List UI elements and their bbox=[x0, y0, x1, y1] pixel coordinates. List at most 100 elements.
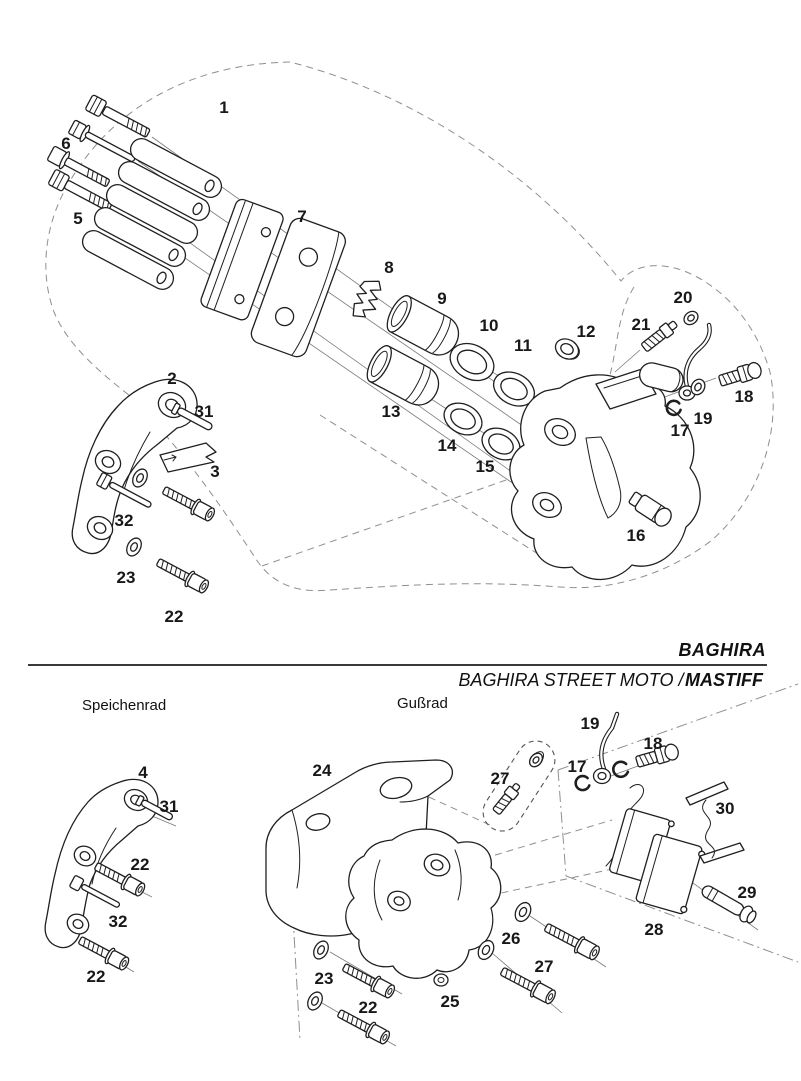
part-number-label: 4 bbox=[138, 763, 148, 782]
part-number-label: 32 bbox=[115, 511, 134, 530]
brand-title: BAGHIRA bbox=[678, 640, 766, 660]
model-variants-regular: BAGHIRA STREET MOTO / bbox=[458, 670, 684, 690]
part-number-label: 10 bbox=[480, 316, 499, 335]
pad-retainer-clip-8 bbox=[352, 280, 382, 318]
part-number-label: 29 bbox=[738, 883, 757, 902]
caliper-mount-bolts-5-6 bbox=[47, 94, 151, 212]
mount-bolt-22 bbox=[342, 963, 396, 999]
socket-bolt bbox=[48, 169, 113, 212]
part-number-label: 20 bbox=[674, 288, 693, 307]
part-number-label: 5 bbox=[73, 209, 82, 228]
part-number-label: 3 bbox=[210, 462, 219, 481]
guide-pin-32 bbox=[96, 472, 152, 508]
mount-bolt-22 bbox=[156, 558, 210, 594]
part-number-label: 7 bbox=[297, 207, 306, 226]
banjo-bolt-18 bbox=[718, 361, 762, 387]
washer-23 bbox=[126, 537, 142, 557]
bleed-screw-group-27 bbox=[482, 740, 556, 832]
part-number-label: 22 bbox=[87, 967, 106, 986]
model-variants-bold: MASTIFF bbox=[685, 670, 763, 690]
socket-bolt bbox=[85, 94, 151, 138]
caliper-bracket-2-group bbox=[71, 378, 217, 594]
piston-seals-10-11-14-15 bbox=[443, 342, 535, 461]
washer bbox=[307, 991, 323, 1011]
part-number-label: 22 bbox=[131, 855, 150, 874]
circlip-17 bbox=[574, 774, 591, 792]
part-number-label: 21 bbox=[632, 315, 651, 334]
part-number-label: 24 bbox=[313, 761, 332, 780]
dust-cap-12 bbox=[554, 338, 580, 360]
mount-bolt-22 bbox=[337, 1009, 391, 1045]
part-number-label: 28 bbox=[645, 920, 664, 939]
mount-bolt-22 bbox=[78, 936, 130, 971]
part-number-label: 17 bbox=[568, 757, 587, 776]
spoke-wheel-bracket-4-group bbox=[44, 778, 177, 973]
part-number-label: 14 bbox=[438, 436, 457, 455]
part-number-label: 31 bbox=[160, 797, 179, 816]
part-number-label: 17 bbox=[671, 421, 690, 440]
circlip-17 bbox=[665, 399, 682, 417]
part-number-label: 23 bbox=[315, 969, 334, 988]
guide-pin-32 bbox=[69, 875, 121, 908]
part-number-label: 18 bbox=[644, 734, 663, 753]
brake-pad bbox=[200, 198, 284, 321]
flange-bolt bbox=[47, 145, 110, 187]
section-divider-line bbox=[28, 664, 767, 666]
part-number-label: 2 bbox=[167, 369, 176, 388]
part-number-label: 30 bbox=[716, 799, 735, 818]
washer-19 bbox=[690, 378, 706, 396]
guide-pin-31 bbox=[135, 795, 174, 821]
part-number-label: 18 bbox=[735, 387, 754, 406]
part-number-label: 25 bbox=[441, 992, 460, 1011]
piston bbox=[366, 345, 440, 406]
brake-pads-28 bbox=[609, 808, 706, 915]
part-number-label: 16 bbox=[627, 526, 646, 545]
part-number-label: 32 bbox=[109, 912, 128, 931]
brake-line-fitting-top bbox=[665, 322, 762, 417]
part-number-label: 27 bbox=[535, 957, 554, 976]
banjo-bolt-18 bbox=[635, 743, 679, 768]
guide-bolt-16 bbox=[628, 491, 672, 527]
caliper-bolt-27 bbox=[544, 923, 600, 961]
finned-caliper-adapter bbox=[81, 138, 223, 290]
bleed-screw bbox=[492, 783, 521, 815]
part-number-label: 8 bbox=[384, 258, 393, 277]
part-number-label: 22 bbox=[165, 607, 184, 626]
pad-backing-plate bbox=[250, 217, 347, 358]
part-number-label: 22 bbox=[359, 998, 378, 1017]
washer-23 bbox=[313, 940, 329, 960]
bleed-screw-cap-20 bbox=[683, 310, 699, 326]
anti-rattle-clip-3 bbox=[159, 442, 217, 473]
part-number-label: 11 bbox=[514, 336, 532, 355]
caliper-25 bbox=[345, 828, 502, 987]
brake-pads-7 bbox=[200, 198, 347, 358]
washer-26 bbox=[514, 901, 532, 923]
part-number-label: 15 bbox=[476, 457, 495, 476]
part-number-label: 12 bbox=[577, 322, 596, 341]
part-number-label: 13 bbox=[382, 402, 401, 421]
part-number-label: 31 bbox=[195, 402, 214, 421]
part-number-label: 9 bbox=[437, 289, 446, 308]
mount-bolt-22 bbox=[162, 486, 216, 522]
flange-bolt bbox=[68, 119, 136, 163]
model-variants-title: BAGHIRA STREET MOTO / MASTIFF bbox=[458, 670, 763, 691]
pad-pin-29 bbox=[701, 885, 757, 924]
part-number-label: 19 bbox=[694, 409, 713, 428]
washer-23 bbox=[132, 468, 148, 488]
piston bbox=[386, 295, 460, 356]
bleed-screw-cap bbox=[528, 751, 545, 768]
part-number-label: 27 bbox=[491, 769, 510, 788]
washer-26 bbox=[477, 939, 495, 961]
part-number-label: 19 bbox=[581, 714, 600, 733]
section-label-spoke-wheel: Speichenrad bbox=[82, 697, 167, 714]
guide-pin-31 bbox=[170, 402, 213, 431]
part-number-label: 23 bbox=[117, 568, 136, 587]
bleed-screw-21 bbox=[641, 320, 678, 352]
circlip-17 bbox=[612, 760, 630, 779]
caliper-pistons-9-13 bbox=[366, 295, 460, 406]
part-number-label: 1 bbox=[219, 98, 228, 117]
section-label-cast-wheel: Gußrad bbox=[397, 695, 448, 712]
